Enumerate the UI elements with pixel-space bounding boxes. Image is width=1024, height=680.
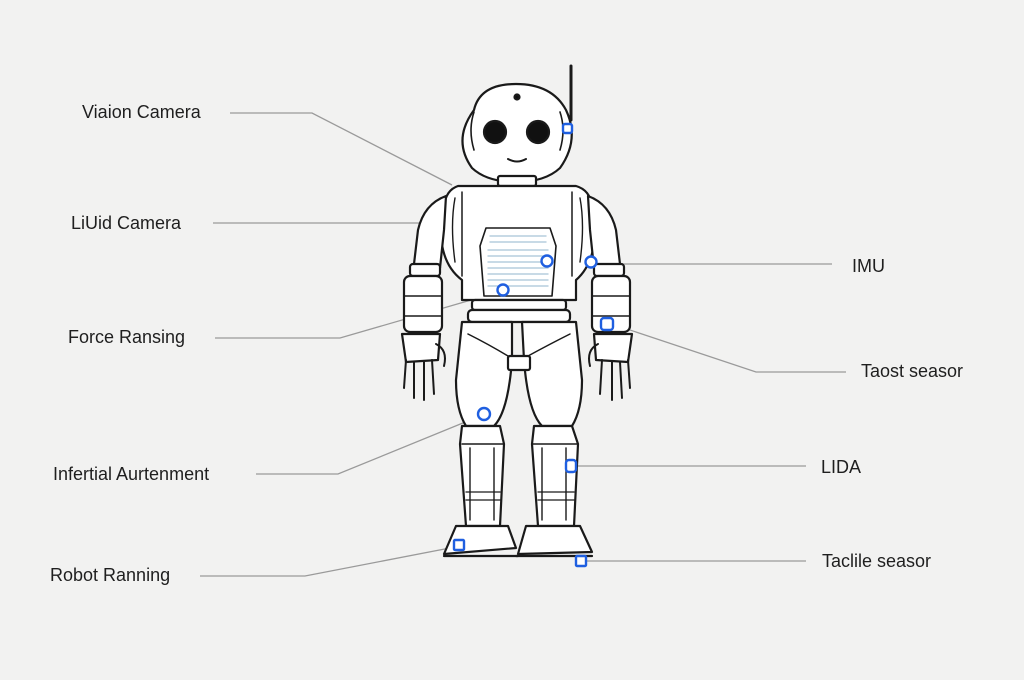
label-imu: IMU [852, 256, 885, 276]
crotch-block [506, 354, 532, 372]
leader-line-inertial-aurtenment [256, 415, 481, 475]
sensor-marker-chest-right [540, 254, 554, 268]
sensor-marker-forearm [599, 316, 615, 332]
right-eye [525, 119, 551, 145]
sensor-markers [452, 122, 615, 568]
sensor-marker-foot-left [452, 538, 466, 552]
robot-hips [454, 320, 584, 428]
left-eye [482, 119, 508, 145]
label-inertial-aurtenment: Infertial Aurtenment [53, 464, 210, 484]
right-foot [516, 524, 594, 556]
robot-head [461, 82, 573, 188]
label-taost-seasor: Taost seasor [861, 361, 964, 381]
label-tactile-seasor: Taclile seasor [822, 551, 932, 571]
sensor-marker-antenna [561, 122, 574, 135]
label-robot-ranning: Robot Ranning [50, 565, 171, 585]
leader-line-robot-ranning [200, 546, 456, 577]
robot-left-arm [400, 194, 448, 401]
sensor-marker-imu [584, 255, 598, 269]
mouth [507, 158, 527, 163]
neck [496, 174, 538, 188]
robot-left-leg [442, 424, 520, 558]
robot-right-arm [586, 194, 634, 401]
waist-ring-2 [466, 308, 572, 324]
label-force-ransing: Force Ransing [68, 327, 186, 347]
robot-right-leg [514, 424, 594, 558]
leader-line-taost-seasor [611, 323, 846, 373]
robot-figure [400, 64, 634, 558]
head-dot [513, 93, 521, 101]
sensor-marker-chest-center [496, 283, 510, 297]
sensor-marker-shin-right [564, 458, 578, 474]
sensor-marker-knee-left [476, 406, 492, 422]
sensor-marker-foot-right [574, 554, 588, 568]
leader-line-vision-camera [230, 112, 453, 186]
label-vision-camera: Viaion Camera [82, 102, 201, 122]
label-liuid-camera: LiUid Camera [71, 213, 182, 233]
label-lida: LIDA [821, 457, 862, 477]
waist-ring-1 [470, 298, 568, 312]
leader-lines [200, 112, 846, 577]
